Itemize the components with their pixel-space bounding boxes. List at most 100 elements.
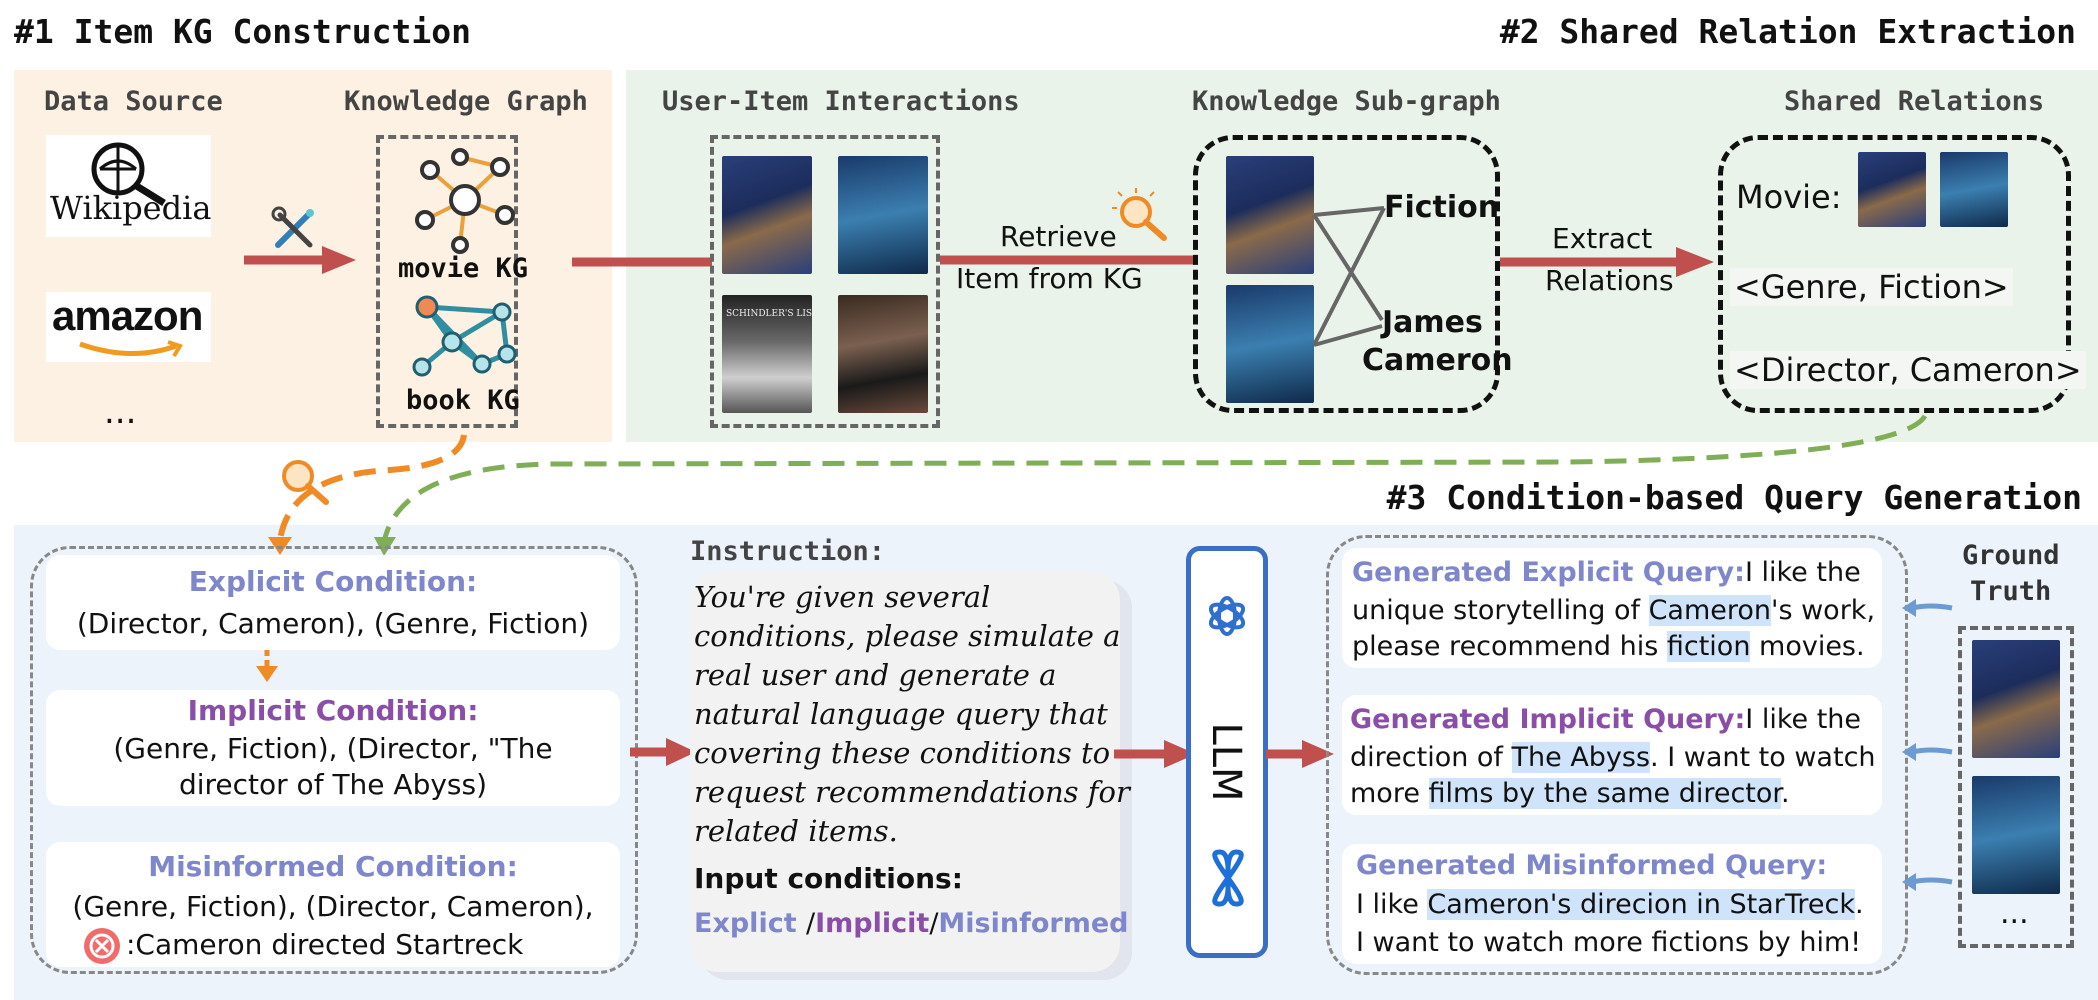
retrieve-label-line1: Retrieve	[1000, 220, 1117, 253]
arrow-llm-to-queries	[1266, 740, 1334, 768]
instruction-text: You're given several conditions, please …	[694, 578, 1130, 851]
misinformed-query-line2: I want to watch more fictions by him!	[1356, 927, 1862, 958]
input-conditions-label: Input conditions:	[694, 862, 963, 895]
tools-icon	[271, 206, 314, 248]
data-source-ellipsis: ...	[104, 392, 137, 432]
explicit-query-card: Generated Explicit Query:I like the uniq…	[1342, 548, 1882, 668]
left-arrow-icon	[1902, 743, 1953, 761]
extract-label-line1: Extract	[1552, 222, 1653, 255]
section1-title: #1 Item KG Construction	[14, 12, 471, 51]
amazon-smile-icon	[79, 340, 183, 358]
magnifier-globe-icon	[91, 142, 166, 206]
instruction-line: conditions, please simulate a	[694, 619, 1121, 653]
misinformed-query-text2: .	[1854, 889, 1864, 920]
misinformed-query-card: Generated Misinformed Query: I like Came…	[1342, 844, 1882, 964]
implicit-query-line3: more films by the same director.	[1350, 775, 1790, 812]
instruction-label: Instruction:	[690, 536, 886, 567]
knowledge-graph-label: Knowledge Graph	[344, 86, 588, 117]
conditions-box	[30, 546, 638, 974]
implicit-condition-card: Implicit Condition: (Genre, Fiction), (D…	[46, 690, 620, 806]
left-arrow-icon	[1902, 599, 1953, 617]
instruction-panel	[690, 572, 1120, 972]
queries-box	[1326, 535, 1908, 975]
explicit-query-line2: unique storytelling of Cameron's work,	[1352, 592, 1875, 629]
misinformed-condition-title: Misinformed Condition:	[148, 850, 518, 883]
movie-poster-aliens	[722, 156, 812, 274]
knowledge-graph-box	[376, 135, 518, 428]
search-sparkle-icon-2	[282, 460, 329, 505]
explicit-query-hl1: Cameron	[1648, 595, 1772, 626]
explicit-query-title: Generated Explicit Query:	[1352, 557, 1745, 588]
implicit-query-text4: more	[1350, 778, 1429, 809]
movie-poster-asian-film	[838, 295, 928, 413]
node-fiction: Fiction	[1384, 190, 1500, 225]
shared-relations-label: Shared Relations	[1784, 86, 2045, 117]
subgraph-poster-aliens	[1226, 156, 1314, 274]
implicit-query-line2: direction of The Abyss. I want to watch	[1350, 739, 1876, 776]
extract-label-line2: Relations	[1545, 264, 1674, 297]
arrow-source-to-kg	[244, 246, 356, 274]
explicit-condition-body: (Director, Cameron), (Genre, Fiction)	[76, 607, 590, 640]
node-james: James	[1382, 305, 1483, 340]
explicit-query-text3: 's work,	[1771, 595, 1876, 626]
relation-genre-fiction: <Genre, Fiction>	[1730, 268, 2013, 306]
implicit-query-title: Generated Implicit Query:	[1350, 704, 1746, 735]
implicit-query-hl2: films by the same director	[1428, 778, 1782, 809]
misinformed-condition-body-line2: :Cameron directed Startreck	[126, 928, 524, 961]
movie-kg-label: movie KG	[398, 253, 529, 284]
ground-truth-box	[1958, 626, 2074, 948]
misinformed-query-text1: I like	[1356, 889, 1428, 920]
network-graph-icon	[415, 148, 515, 254]
user-item-interactions-box	[710, 135, 940, 428]
amazon-logo: amazon	[46, 292, 211, 362]
misinformed-condition-card: Misinformed Condition: (Genre, Fiction),…	[46, 842, 620, 967]
error-x-icon	[84, 928, 120, 964]
section3-title: #3 Condition-based Query Generation	[1386, 478, 2082, 517]
explicit-query-hl2: fiction	[1666, 631, 1751, 662]
misinformed-query-hl: Cameron's direcion in StarTreck	[1427, 889, 1855, 920]
ground-truth-label-2: Truth	[1970, 576, 2052, 607]
shared-relations-box	[1718, 135, 2071, 413]
wikipedia-text: Wikipedia	[50, 189, 212, 227]
implicit-condition-body-line2: director of The Abyss)	[178, 768, 488, 801]
knowledge-subgraph-box	[1193, 135, 1500, 413]
user-item-interactions-label: User-Item Interactions	[662, 86, 1020, 117]
node-cameron: Cameron	[1362, 343, 1513, 378]
subgraph-edges	[1312, 206, 1386, 347]
misinformed-condition-body-line1: (Genre, Fiction), (Director, Cameron),	[72, 890, 594, 923]
wikipedia-logo: Wikipedia	[46, 135, 211, 237]
input-conditions-list: Explict /Implicit/Misinformed	[694, 908, 1128, 939]
openai-logo-icon	[1208, 596, 1246, 636]
implicit-query-line1: Generated Implicit Query:I like the	[1350, 701, 1861, 738]
arrow-instruction-to-llm	[1114, 740, 1196, 768]
data-source-label: Data Source	[44, 86, 223, 117]
shared-poster-avatar	[1940, 152, 2008, 227]
input-cond-implicit: Implicit	[815, 908, 930, 939]
implicit-query-text5: .	[1781, 778, 1790, 809]
ground-truth-poster-aliens	[1972, 640, 2060, 758]
movie-poster-avatar	[838, 156, 928, 274]
knowledge-subgraph-label: Knowledge Sub-graph	[1192, 86, 1501, 117]
implicit-query-card: Generated Implicit Query:I like the dire…	[1342, 695, 1882, 815]
instruction-line: covering these conditions to	[694, 736, 1111, 770]
amazon-text: amazon	[52, 292, 203, 339]
explicit-condition-title: Explicit Condition:	[188, 565, 478, 598]
explicit-query-text1: I like the	[1744, 557, 1861, 588]
retrieve-label-line2: Item from KG	[956, 262, 1143, 295]
input-cond-misinformed: Misinformed	[938, 908, 1129, 939]
ground-truth-poster-avatar	[1972, 776, 2060, 894]
subgraph-poster-avatar	[1226, 285, 1314, 403]
instruction-line: natural language query that	[694, 697, 1108, 731]
misinformed-query-title: Generated Misinformed Query:	[1356, 850, 1828, 881]
book-network-graph-icon	[412, 295, 517, 377]
instruction-line: You're given several	[694, 580, 991, 614]
search-sparkle-icon	[1112, 188, 1167, 241]
arrow-subgraph-to-shared	[1500, 247, 1714, 277]
misinformed-query-line1: I like Cameron's direcion in StarTreck.	[1356, 886, 1864, 923]
input-cond-sep1: /	[806, 908, 816, 939]
ground-truth-ellipsis: ...	[2000, 896, 2029, 931]
implicit-condition-body-line1: (Genre, Fiction), (Director, "The	[113, 732, 553, 765]
implicit-query-text2: direction of	[1350, 742, 1512, 773]
instruction-line: real user and generate a	[694, 658, 1057, 692]
left-arrow-icon	[1902, 873, 1953, 891]
